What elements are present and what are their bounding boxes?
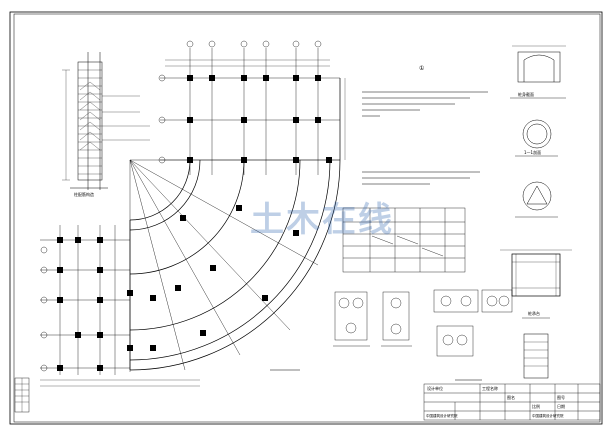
footer-right: 中国建筑设计研究院 xyxy=(532,414,564,418)
detail-title-column: 柱配筋构造 xyxy=(74,191,94,197)
schedule-table xyxy=(342,207,466,273)
detail-title-pile-cap: 桩承台 xyxy=(528,310,540,316)
title-block-project: 工程名称 xyxy=(482,386,498,391)
detail-title-section: 1—1剖面 xyxy=(524,149,541,155)
inner-frame xyxy=(13,13,601,423)
title-block-design-unit: 设计单位 xyxy=(427,386,443,391)
title-block xyxy=(423,383,601,421)
detail-title-pile: 桩身截面 xyxy=(518,91,534,97)
binding-strip xyxy=(14,377,30,413)
title-block-drawing-no: 图号 xyxy=(557,395,565,400)
plan-view xyxy=(40,40,346,387)
title-block-scale: 比例 xyxy=(532,404,540,409)
outer-frame xyxy=(9,11,603,425)
column-detail xyxy=(62,52,150,190)
watermark: 土木在线 xyxy=(250,200,394,240)
title-block-date: 日期 xyxy=(557,404,565,409)
pile-cap-details xyxy=(333,289,513,381)
figure-mark: ① xyxy=(419,65,424,72)
notes-block xyxy=(362,91,488,185)
title-block-drawing: 图名 xyxy=(507,395,515,400)
section-details xyxy=(500,45,572,379)
footer-left: 中国建筑设计研究院 xyxy=(426,414,458,418)
